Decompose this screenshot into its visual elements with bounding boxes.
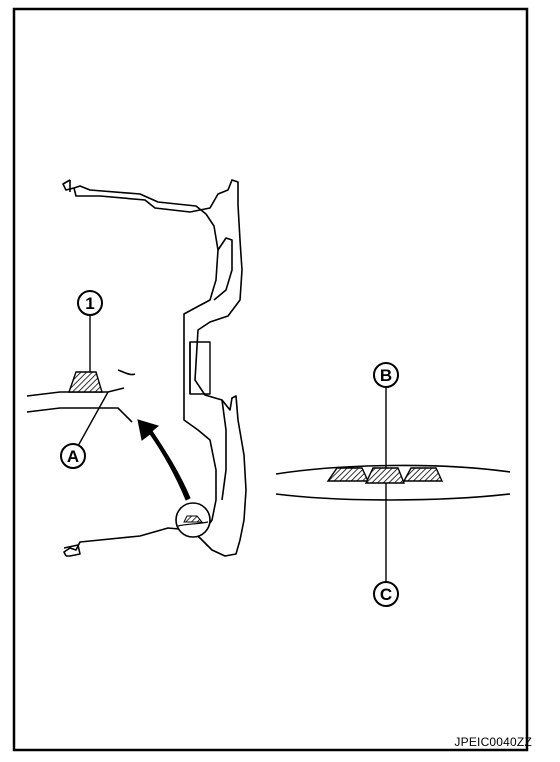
callout-c bbox=[373, 581, 399, 607]
callout-c-label: C bbox=[380, 585, 392, 604]
callout-a-label: A bbox=[67, 447, 79, 466]
wheel-weight-b-left bbox=[326, 467, 370, 482]
magnify-arrow bbox=[137, 419, 191, 501]
callout-1 bbox=[77, 290, 103, 316]
figure-id: JPEIC0040ZZ bbox=[454, 735, 532, 749]
wheel-weight-1 bbox=[68, 371, 103, 393]
callout-1-label: 1 bbox=[85, 294, 94, 313]
callout-b-label: B bbox=[380, 366, 392, 385]
rim-arc-view bbox=[275, 464, 511, 501]
diagram-border bbox=[12, 7, 529, 752]
wheel-weight-b-center bbox=[364, 467, 406, 484]
wheel-rim-cross-section bbox=[62, 179, 247, 557]
callout-a bbox=[60, 443, 86, 469]
detail-circle-weight bbox=[183, 515, 204, 523]
callout-b bbox=[373, 362, 399, 388]
wheel-weight-b-right bbox=[402, 467, 444, 482]
